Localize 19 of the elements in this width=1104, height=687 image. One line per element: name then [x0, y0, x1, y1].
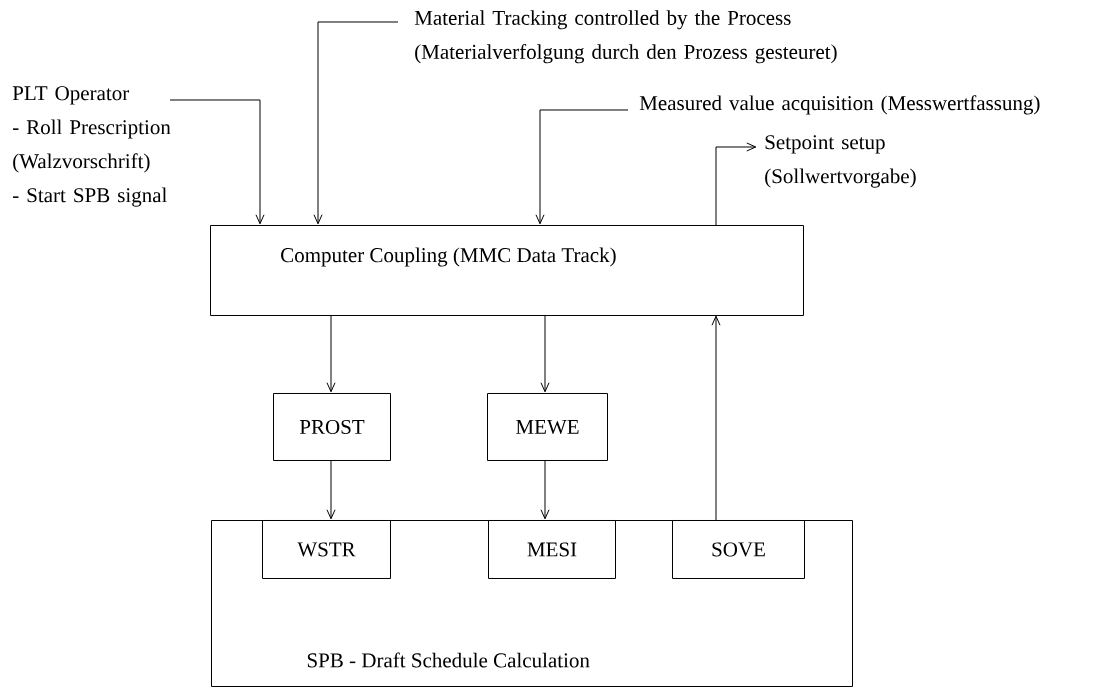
- arrow: [326, 459, 336, 520]
- arrow: [313, 21, 399, 225]
- arrow: [326, 314, 336, 393]
- arrow: [169, 99, 265, 225]
- process-box: Computer Coupling (MMC Data Track): [210, 225, 804, 316]
- arrow: [535, 109, 629, 225]
- arrow: [540, 459, 550, 520]
- process-box: PROST: [273, 393, 391, 461]
- process-box: MESI: [488, 520, 616, 579]
- arrow: [711, 315, 721, 521]
- arrow: [540, 314, 550, 393]
- process-box: SOVE: [672, 520, 805, 579]
- text-label: Setpoint setup (Sollwertvorgabe): [765, 135, 916, 188]
- text-label: Material Tracking controlled by the Process (Materialverfolgung durch den Prozess gesteuret): [414, 10, 837, 64]
- process-box: MEWE: [487, 393, 608, 461]
- text-label: PLT Operator - Roll Prescription (Walzvorschrift) - Start SPB signal: [12, 86, 171, 207]
- text-label: Measured value acquisition (Messwertfassung): [639, 95, 1040, 115]
- process-box: WSTR: [262, 520, 391, 579]
- arrow: [715, 142, 757, 226]
